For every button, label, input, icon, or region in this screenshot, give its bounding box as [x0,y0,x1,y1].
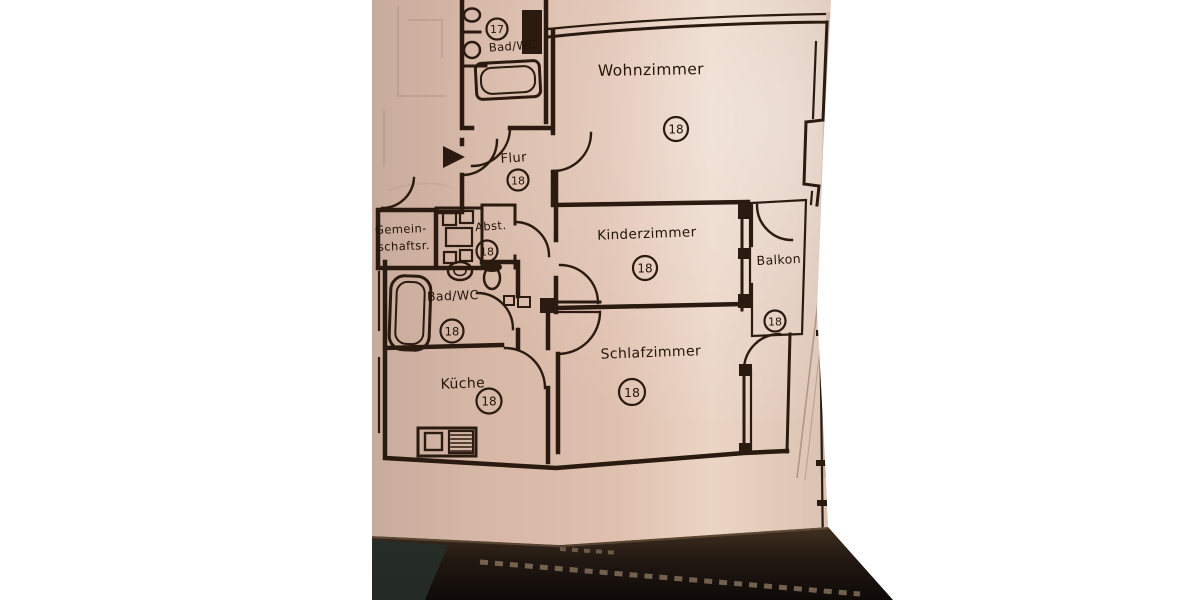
door-arc-wohnzimmer [551,131,593,173]
room-wohnzimmer: Wohnzimmer 18 [598,60,705,143]
number-badge: 18 [475,239,499,263]
door-arc-kinderzimmer [558,263,600,305]
door-arc-schlafzimmer [556,310,602,356]
bleed-through-lines [383,6,453,191]
room-label: Kinderzimmer [597,224,697,243]
shaft-squares [441,209,475,265]
room-label-line1: Gemein- [375,221,427,237]
bathroom-18-fixtures [387,260,502,352]
zipper-detail [559,547,621,555]
room-schlafzimmer: Schlafzimmer 18 [600,343,701,407]
door-arc-flur [470,126,512,168]
shaft-block [522,10,542,54]
room-number: 18 [480,246,494,259]
room-label: Bad/WC [427,287,479,304]
door-arc-entrance [460,138,499,177]
bathtub-icon [387,274,433,352]
number-badge: 18 [617,377,647,407]
room-label: Balkon [756,251,801,268]
bathroom-17-fixtures [460,7,543,101]
zipper-icon [479,559,861,597]
door-arc-bad [475,291,515,331]
toilet-icon [462,7,482,23]
number-badge: 18 [763,309,787,333]
room-number: 18 [445,325,460,339]
number-badge: 18 [475,387,503,415]
room-number: 18 [511,175,525,188]
room-gemeinschaftsraum: Gemein- schaftsr. [375,221,430,254]
door-arc-schlafzimmer-balkon [742,332,782,372]
room-kueche: Küche 18 [440,375,503,415]
door-arcs [380,126,794,390]
stove-icon [416,426,478,458]
room-number: 17 [490,23,504,36]
room-balkon: Balkon 18 [756,251,801,333]
number-badge: 17 [485,17,509,41]
paper-edge-shadow [371,526,829,548]
number-badge: 18 [631,254,659,282]
door-arc-kueche [503,346,547,390]
door-arc-gemeinschaft [380,176,416,210]
door-frame-squares [503,295,531,308]
floor-plan: Bad/WC 17 Wohnzimmer 18 Flur 18 [375,0,829,545]
room-label: Küche [440,375,485,393]
room-label: Flur [500,150,528,167]
toilet-icon [482,262,502,291]
number-badge: 18 [439,318,465,344]
door-arc-abstellraum [513,220,551,258]
door-arc-balkon [755,203,794,242]
sink-icon [446,260,474,282]
dark-table-surface [371,526,893,600]
room-number: 18 [668,123,683,137]
room-bad-wc: Bad/WC 18 [427,287,479,344]
room-label: Abst. [475,218,507,234]
number-badge: 18 [506,168,530,192]
room-number: 18 [481,395,496,409]
room-number: 18 [768,316,782,329]
number-badge: 18 [662,115,690,143]
room-number: 18 [637,262,652,276]
room-label: Wohnzimmer [598,60,705,80]
room-kinderzimmer: Kinderzimmer 18 [597,224,697,282]
bathtub-icon [473,59,543,101]
room-bad-wc-oben: Bad/WC 17 [485,17,537,55]
entrance-arrow-icon [443,146,465,168]
room-label: Bad/WC [488,37,537,54]
room-abstellraum: Abst. 18 [475,218,507,263]
room-flur: Flur 18 [500,150,530,192]
dark-object [372,540,448,600]
room-label-line2: schaftsr. [378,238,430,254]
sink-icon [462,40,482,60]
room-number: 18 [624,385,640,400]
room-label: Schlafzimmer [600,343,701,362]
